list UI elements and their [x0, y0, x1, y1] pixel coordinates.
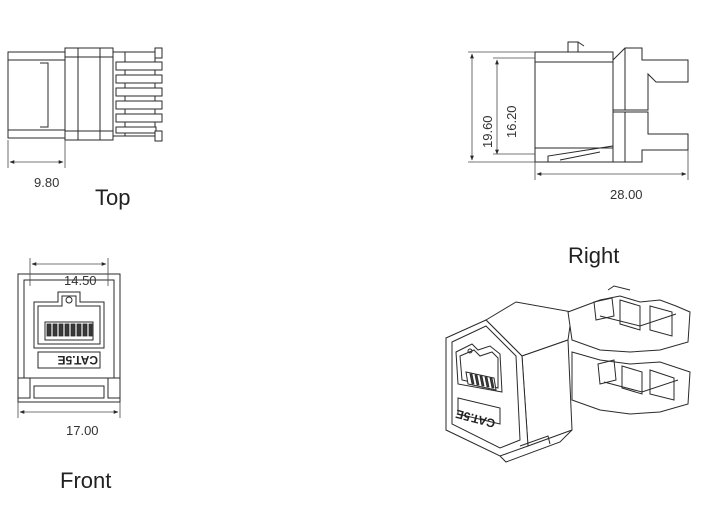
front-badge-text: CAT.5E — [58, 353, 98, 367]
front-badge-box — [37, 351, 101, 369]
front-outer-dimension — [17, 402, 121, 418]
right-length-dimension — [534, 150, 689, 180]
iso-upper-cap — [567, 295, 691, 353]
isometric-view: CAT.5E — [445, 285, 691, 463]
right-view: 19.60 16.20 28.00 — [468, 41, 689, 202]
iso-port-contacts — [469, 373, 495, 389]
right-top-hook — [567, 41, 579, 52]
iso-body-side — [521, 339, 573, 447]
right-dimension-height-2: 16.20 — [504, 105, 519, 138]
right-upper-cap — [612, 47, 689, 111]
right-dimension-height-1: 19.60 — [480, 115, 495, 148]
top-view: 9.80 — [7, 47, 163, 190]
top-housing — [7, 51, 66, 139]
front-port-contacts — [46, 323, 93, 337]
iso-rj45-port — [455, 343, 503, 393]
right-body — [534, 51, 614, 163]
right-dimension-length: 28.00 — [610, 187, 643, 202]
iso-lower-cap — [571, 351, 691, 415]
top-dimension-text: 9.80 — [34, 175, 59, 190]
front-rj45-port — [33, 291, 105, 349]
top-dimension — [7, 140, 66, 168]
front-dimension-inner: 14.50 — [64, 273, 97, 288]
front-view-label: Front — [60, 468, 111, 493]
top-view-label: Top — [95, 185, 130, 210]
top-latch — [40, 62, 49, 128]
top-idc-pins — [115, 47, 163, 142]
front-dimension-outer: 17.00 — [66, 423, 99, 438]
top-body — [64, 47, 114, 141]
right-height-dimensions — [468, 51, 535, 163]
right-view-label: Right — [568, 243, 619, 268]
front-inner-dimension — [29, 258, 109, 286]
iso-badge-box — [457, 397, 501, 425]
right-lower-cap — [612, 111, 689, 163]
front-view: CAT.5E 14.50 17.00 — [17, 258, 121, 438]
